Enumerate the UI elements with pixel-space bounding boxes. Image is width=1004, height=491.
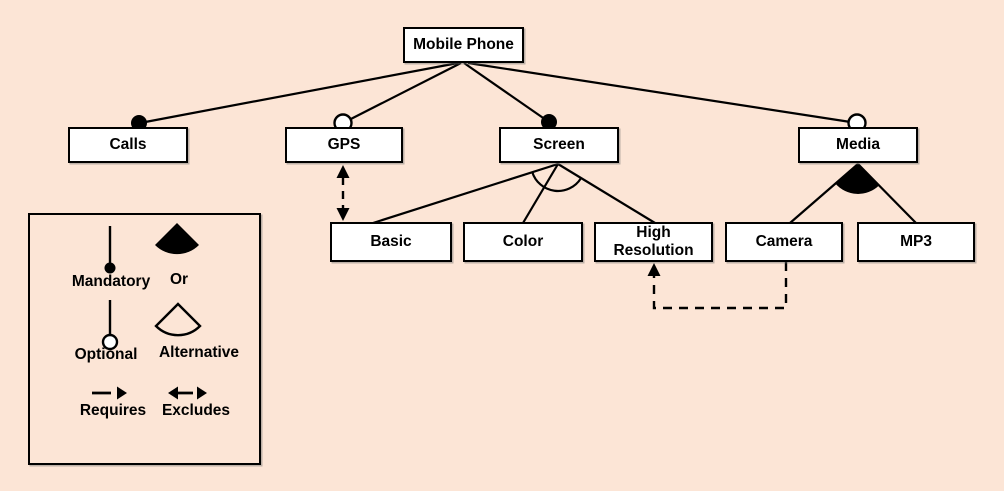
feature-label-mp3: MP3: [900, 233, 932, 251]
legend-box: [28, 213, 261, 465]
feature-label-gps: GPS: [327, 136, 361, 154]
legend-mandatory-circle: [104, 262, 116, 274]
feature-label-media: Media: [836, 136, 880, 154]
feature-label-color: Color: [502, 233, 544, 251]
feature-box-mobile-phone: Mobile Phone: [403, 27, 524, 63]
legend-optional-circle: [101, 333, 119, 351]
feature-label-mobile-phone: Mobile Phone: [413, 36, 514, 54]
feature-box-basic: Basic: [330, 222, 452, 262]
or-group-wedge: [835, 164, 880, 194]
edge-screen-color: [522, 163, 559, 224]
legend-optional-label: Optional: [74, 346, 138, 363]
legend-requires-arrowhead: [117, 386, 127, 400]
alternative-group-arc: [531, 171, 582, 193]
edge-root-media: [467, 61, 858, 125]
feature-box-screen: Screen: [499, 127, 619, 163]
legend-or-wedge: [155, 223, 199, 255]
edge-root-gps: [342, 62, 462, 124]
feature-label-basic: Basic: [370, 233, 412, 251]
feature-box-color: Color: [463, 222, 583, 262]
feature-box-gps: GPS: [285, 127, 403, 163]
legend-excludes-label: Excludes: [161, 402, 231, 419]
feature-label-camera: Camera: [755, 233, 813, 251]
edge-screen-basic: [372, 162, 559, 225]
legend-alternative-label: Alternative: [158, 344, 240, 361]
excludes-arrowhead-up: [336, 165, 350, 178]
edge-root-calls: [139, 61, 459, 125]
requires-line-camera-highres: [652, 262, 788, 310]
legend-excludes-left-arrowhead: [168, 386, 178, 400]
legend-alternative-arc: [154, 302, 202, 337]
legend-excludes-right-arrowhead: [197, 386, 207, 400]
requires-arrowhead: [647, 263, 661, 276]
legend-symbols: [92, 223, 207, 400]
feature-box-calls: Calls: [68, 127, 188, 163]
feature-box-mp3: MP3: [857, 222, 975, 262]
excludes-arrowhead-down: [336, 208, 350, 221]
feature-label-screen: Screen: [533, 136, 585, 154]
feature-label-high-resolution: High Resolution: [613, 224, 694, 259]
feature-box-camera: Camera: [725, 222, 843, 262]
feature-label-calls: Calls: [109, 136, 147, 154]
edge-root-screen: [463, 62, 550, 123]
feature-box-media: Media: [798, 127, 918, 163]
legend-or-label: Or: [169, 271, 189, 288]
legend-requires-label: Requires: [79, 402, 147, 419]
feature-box-high-resolution: High Resolution: [594, 222, 713, 262]
legend-mandatory-label: Mandatory: [71, 273, 151, 290]
edge-screen-high-resolution: [557, 163, 656, 224]
mandatory-circle-screen: [541, 114, 557, 130]
